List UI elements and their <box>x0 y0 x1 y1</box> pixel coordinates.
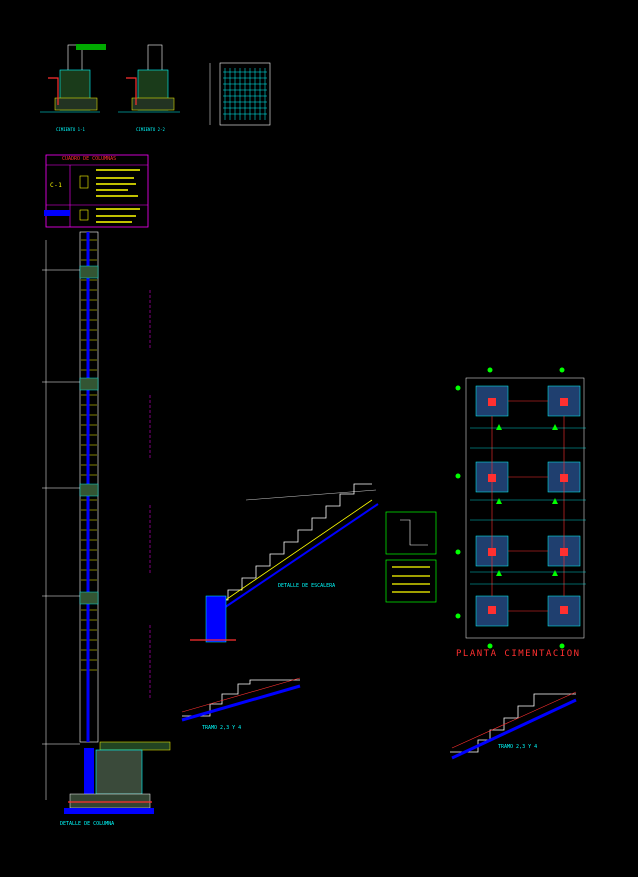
footing-mesh-plan <box>209 62 271 126</box>
stair-section-a-title: TRAMO 2,3 Y 4 <box>202 725 242 731</box>
column-elevation-title: DETALLE DE COLUMNA <box>60 821 115 827</box>
stair-section-a <box>181 677 301 722</box>
footing-section-2-title: CIMIENTO 2-2 <box>136 127 165 132</box>
stair-detail-title: DETALLE DE ESCALERA <box>278 583 336 589</box>
foundation-plan-title: PLANTA CIMENTACION <box>456 649 581 659</box>
column-footing-detail <box>64 741 171 814</box>
foundation-plan <box>455 367 586 649</box>
column-schedule-title: CUADRO DE COLUMNAS <box>62 156 117 162</box>
stair-section-b <box>450 691 577 760</box>
footing-section-2 <box>118 44 180 113</box>
column-schedule-table <box>44 154 149 228</box>
column-type-label: C-1 <box>50 182 63 189</box>
stair-section-b-title: TRAMO 2,3 Y 4 <box>498 744 538 750</box>
footing-section-1 <box>40 44 106 113</box>
stair-legend-boxes <box>385 511 437 603</box>
stair-detail-main <box>190 483 379 643</box>
column-elevation <box>42 231 151 800</box>
footing-section-1-title: CIMIENTO 1-1 <box>56 127 85 132</box>
